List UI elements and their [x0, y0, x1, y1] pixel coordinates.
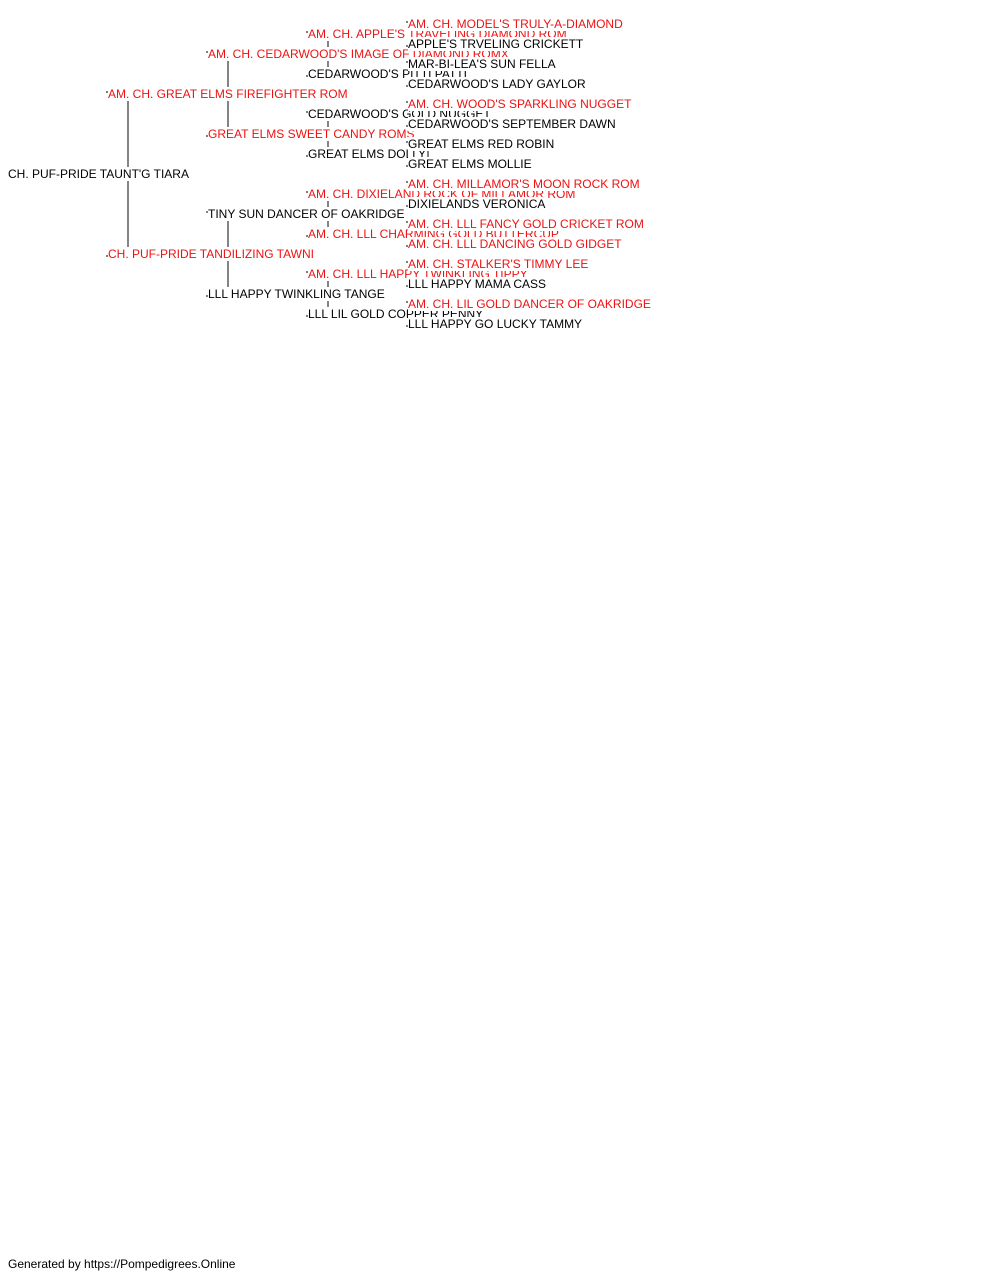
ancestor-ch-puf-pride-tandilizing-tawni: CH. PUF-PRIDE TANDILIZING TAWNI — [108, 247, 315, 261]
ancestor-dixielands-veronica: DIXIELANDS VERONICA — [408, 197, 546, 211]
ancestor-great-elms-red-robin: GREAT ELMS RED ROBIN — [408, 137, 555, 151]
generated-by-footer: Generated by https://Pompedigrees.Online — [8, 1257, 236, 1271]
ancestor-great-elms-dolly: GREAT ELMS DOLLY — [308, 147, 427, 161]
ancestor-am-ch-stalker-s-timmy-lee: AM. CH. STALKER'S TIMMY LEE — [408, 257, 589, 271]
ancestor-lll-happy-mama-cass: LLL HAPPY MAMA CASS — [408, 277, 547, 291]
ancestor-lll-happy-go-lucky-tammy: LLL HAPPY GO LUCKY TAMMY — [408, 317, 583, 331]
ancestor-tiny-sun-dancer-of-oakridge: TINY SUN DANCER OF OAKRIDGE — [208, 207, 405, 221]
ancestor-apple-s-trveling-crickett: APPLE'S TRVELING CRICKETT — [408, 37, 584, 51]
ancestor-cedarwood-s-lady-gaylor: CEDARWOOD'S LADY GAYLOR — [408, 77, 586, 91]
ancestor-great-elms-mollie: GREAT ELMS MOLLIE — [408, 157, 532, 171]
ancestor-cedarwood-s-september-dawn: CEDARWOOD'S SEPTEMBER DAWN — [408, 117, 616, 131]
subject-dog-ch-puf-pride-taunt-g-tiara: CH. PUF-PRIDE TAUNT'G TIARA — [8, 167, 189, 181]
ancestor-am-ch-great-elms-firefighter-rom: AM. CH. GREAT ELMS FIREFIGHTER ROM — [108, 87, 348, 101]
ancestor-am-ch-lll-fancy-gold-cricket-rom: AM. CH. LLL FANCY GOLD CRICKET ROM — [408, 217, 644, 231]
ancestor-am-ch-wood-s-sparkling-nugget: AM. CH. WOOD'S SPARKLING NUGGET — [408, 97, 632, 111]
ancestor-am-ch-model-s-truly-a-diamond: AM. CH. MODEL'S TRULY-A-DIAMOND — [408, 17, 623, 31]
ancestor-great-elms-sweet-candy-roms: GREAT ELMS SWEET CANDY ROMS — [208, 127, 415, 141]
ancestor-am-ch-millamor-s-moon-rock-rom: AM. CH. MILLAMOR'S MOON ROCK ROM — [408, 177, 640, 191]
ancestor-mar-bi-lea-s-sun-fella: MAR-BI-LEA'S SUN FELLA — [408, 57, 556, 71]
ancestor-am-ch-lll-dancing-gold-gidget: AM. CH. LLL DANCING GOLD GIDGET — [408, 237, 622, 251]
ancestor-am-ch-lil-gold-dancer-of-oakridge: AM. CH. LIL GOLD DANCER OF OAKRIDGE — [408, 297, 651, 311]
ancestor-lll-happy-twinkling-tange: LLL HAPPY TWINKLING TANGE — [208, 287, 385, 301]
